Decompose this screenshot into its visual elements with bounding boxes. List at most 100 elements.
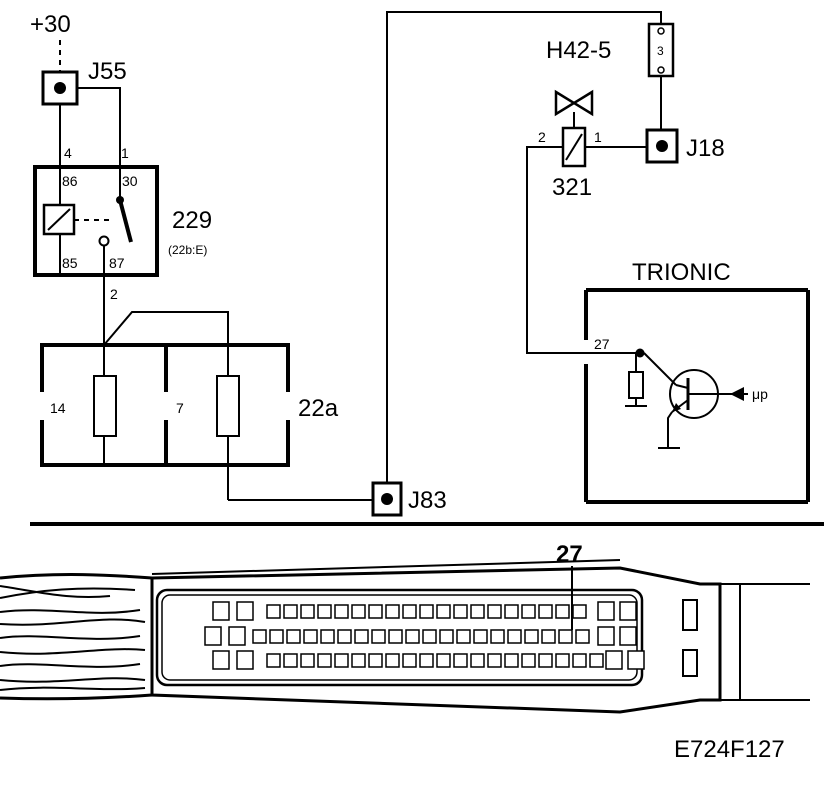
valve-icon-left bbox=[554, 89, 577, 117]
valve-321-coil-slash bbox=[565, 133, 583, 161]
connector-pin bbox=[538, 604, 553, 619]
connector-pin bbox=[507, 629, 522, 644]
connector-pin bbox=[558, 629, 573, 644]
relay-pin-87: 87 bbox=[109, 255, 125, 271]
wire-label-2: 2 bbox=[110, 286, 118, 302]
wire-bridge-fuses bbox=[103, 311, 229, 346]
connector-pin bbox=[453, 653, 468, 668]
relay-coil-slash bbox=[47, 208, 71, 231]
connector-pin bbox=[286, 629, 301, 644]
ecu-pin-27: 27 bbox=[594, 336, 610, 352]
connector-pin bbox=[351, 604, 366, 619]
connector-pin bbox=[320, 629, 335, 644]
connector-pin-large bbox=[605, 650, 623, 670]
connector-pin-large bbox=[236, 650, 254, 670]
valve-pin-1: 1 bbox=[594, 129, 602, 145]
connector-pin bbox=[487, 653, 502, 668]
connector-pin bbox=[541, 629, 556, 644]
connector-pin bbox=[385, 604, 400, 619]
wire-valve-ecu bbox=[526, 146, 640, 354]
connector-pin bbox=[371, 629, 386, 644]
ecu-emitter-arrow bbox=[672, 403, 681, 412]
relay-pin-85: 85 bbox=[62, 255, 78, 271]
relay-229-box bbox=[33, 165, 159, 277]
ecu-transistor-c-inner bbox=[675, 384, 689, 389]
connector-pin-large bbox=[597, 601, 615, 621]
connector-pin bbox=[283, 604, 298, 619]
connector-pin bbox=[589, 653, 604, 668]
ecu-resistor bbox=[628, 371, 644, 399]
connector-pin bbox=[439, 629, 454, 644]
connector-pin bbox=[419, 604, 434, 619]
fuse-14 bbox=[93, 375, 117, 437]
fuse-h42-5-label: H42-5 bbox=[546, 37, 611, 64]
ecu-title: TRIONIC bbox=[632, 259, 731, 286]
relay-pin-30: 30 bbox=[122, 173, 138, 189]
connector-pin bbox=[490, 629, 505, 644]
fusebox-id: 22a bbox=[298, 395, 339, 422]
relay-id: 229 bbox=[172, 207, 212, 234]
connector-pin bbox=[300, 604, 315, 619]
fuse-7 bbox=[216, 375, 240, 437]
connector-pin bbox=[470, 604, 485, 619]
connector-pin bbox=[456, 629, 471, 644]
valve-pin-2: 2 bbox=[538, 129, 546, 145]
relay-pin-86: 86 bbox=[62, 173, 78, 189]
connector-pin bbox=[385, 653, 400, 668]
connector-pin bbox=[300, 653, 315, 668]
wire-label-1: 1 bbox=[121, 145, 129, 161]
connector-pin bbox=[337, 629, 352, 644]
connector-pin bbox=[317, 653, 332, 668]
connector-pin bbox=[402, 653, 417, 668]
connector-pin-large bbox=[212, 601, 230, 621]
figure-code: E724F127 bbox=[674, 736, 785, 763]
connector-pin-field bbox=[155, 588, 644, 687]
connector-pin bbox=[419, 653, 434, 668]
junction-j18-label: J18 bbox=[686, 135, 725, 162]
fuse-7-label: 7 bbox=[176, 400, 184, 416]
connector-pin bbox=[354, 629, 369, 644]
connector-pin bbox=[555, 653, 570, 668]
fuse-14-label: 14 bbox=[50, 400, 66, 416]
fuse-h42-5-terminal-top bbox=[657, 27, 665, 35]
connector-pin bbox=[453, 604, 468, 619]
connector-pin-large bbox=[204, 626, 222, 646]
supply-label: +30 bbox=[30, 11, 71, 38]
ecu-node bbox=[635, 348, 645, 358]
connector-pin bbox=[524, 629, 539, 644]
connector-pin bbox=[473, 629, 488, 644]
connector-pins bbox=[204, 601, 645, 670]
connector-pin bbox=[317, 604, 332, 619]
connector-pin bbox=[351, 653, 366, 668]
connector-pin bbox=[266, 604, 281, 619]
connector-pin bbox=[436, 604, 451, 619]
connector-pin bbox=[303, 629, 318, 644]
connector-pin bbox=[402, 604, 417, 619]
connector-pin-large bbox=[228, 626, 246, 646]
connector-pin bbox=[388, 629, 403, 644]
ecu-micro-label: μp bbox=[752, 386, 768, 402]
connector-pin bbox=[538, 653, 553, 668]
relay-switch-arm bbox=[118, 199, 133, 243]
relay-contact-87 bbox=[98, 235, 110, 247]
junction-j18-node bbox=[656, 140, 668, 152]
connector-pin bbox=[487, 604, 502, 619]
fuse-h42-5-terminal-bottom bbox=[657, 66, 665, 74]
connector-pin bbox=[252, 629, 267, 644]
connector-pin-large bbox=[212, 650, 230, 670]
connector-pin-large bbox=[236, 601, 254, 621]
connector-pin bbox=[266, 653, 281, 668]
wire-j83-h42 bbox=[386, 11, 662, 483]
connector-body bbox=[150, 559, 810, 714]
connector-pin bbox=[334, 604, 349, 619]
ecu-transistor-collector bbox=[643, 352, 677, 386]
connector-pin bbox=[368, 604, 383, 619]
junction-j83-label: J83 bbox=[408, 487, 447, 514]
wire-label-4: 4 bbox=[64, 145, 72, 161]
connector-harness bbox=[0, 573, 154, 701]
relay-ref: (22b:E) bbox=[168, 243, 207, 257]
connector-pin bbox=[283, 653, 298, 668]
connector-pin bbox=[422, 629, 437, 644]
junction-j83-node bbox=[381, 493, 393, 505]
